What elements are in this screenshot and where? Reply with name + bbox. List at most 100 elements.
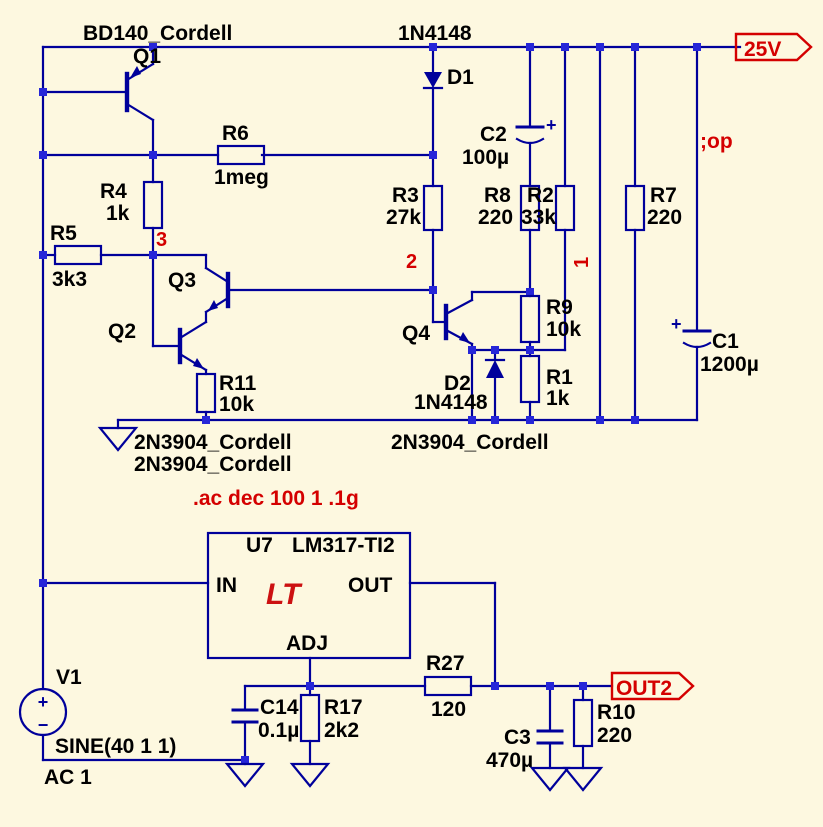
- ic-u7-lm317[interactable]: U7 LM317-TI2 IN OUT ADJ LT: [206, 531, 412, 660]
- resistor-r27[interactable]: R27 120: [423, 652, 473, 721]
- flag-out2-label: OUT2: [616, 677, 672, 700]
- u7-pin-adj-label: ADJ: [286, 632, 328, 655]
- resistor-r3[interactable]: R3 27k: [386, 184, 444, 232]
- transistor-q4[interactable]: Q4 2N3904_Cordell: [391, 298, 549, 454]
- d2-model-label: 1N4148: [414, 391, 488, 414]
- ground-symbol-main[interactable]: [97, 426, 139, 452]
- c1-plus-mark: +: [671, 314, 682, 334]
- q1-emitter-arrow-icon: [130, 66, 141, 78]
- v1-ref-label: V1: [56, 666, 82, 689]
- r3-ref-label: R3: [392, 184, 419, 207]
- r11-ref-label: R11: [219, 372, 257, 395]
- resistor-r4[interactable]: R4 1k: [100, 180, 164, 230]
- c14-ref-label: C14: [260, 696, 299, 719]
- c14-value-label: 0.1µ: [258, 719, 299, 742]
- v1-value-label: SINE(40 1 1): [55, 735, 176, 758]
- v1-ac-label: AC 1: [44, 766, 92, 789]
- r7-value-label: 220: [647, 206, 682, 229]
- q1-ref-label: Q1: [133, 45, 161, 68]
- transistor-q3[interactable]: Q3 2N3904_Cordell: [134, 266, 292, 476]
- flag-out2[interactable]: OUT2: [610, 671, 695, 701]
- r9-ref-label: R9: [546, 296, 573, 319]
- d1-model-label: 1N4148: [398, 22, 472, 45]
- d2-symbol-icon: [486, 360, 504, 378]
- resistor-r17[interactable]: R17 2k2: [299, 693, 363, 743]
- resistor-r6[interactable]: R6 1meg: [214, 122, 269, 189]
- c3-value-label: 470µ: [486, 749, 533, 772]
- resistor-r1[interactable]: R1 1k: [519, 354, 573, 410]
- q2-emitter-arrow-icon: [193, 358, 204, 369]
- r5-ref-label: R5: [50, 222, 77, 245]
- u7-pin-out-label: OUT: [348, 574, 393, 597]
- q4-model-label: 2N3904_Cordell: [391, 431, 549, 454]
- r5-value-label: 3k3: [52, 268, 87, 291]
- r4-value-label: 1k: [106, 202, 130, 225]
- c2-ref-label: C2: [480, 123, 507, 146]
- u7-ref-label: U7: [246, 534, 273, 557]
- v1-minus-mark: −: [38, 715, 49, 735]
- r7-ref-label: R7: [650, 184, 677, 207]
- r27-ref-label: R27: [426, 652, 465, 675]
- node-label-2: 2: [406, 251, 417, 273]
- diode-d1[interactable]: 1N4148 D1: [398, 22, 474, 90]
- flag-25v[interactable]: 25V: [734, 32, 813, 62]
- resistor-r8[interactable]: R8 220: [478, 184, 541, 232]
- lt-logo-icon: LT: [266, 578, 303, 611]
- resistor-r10[interactable]: R10 220: [572, 698, 636, 748]
- ground-symbol-c14[interactable]: [224, 762, 266, 788]
- r11-value-label: 10k: [219, 393, 254, 416]
- r2-ref-label: R2: [527, 184, 554, 207]
- r8-ref-label: R8: [484, 184, 511, 207]
- q3-emitter-arrow-icon: [208, 300, 218, 311]
- q2-ref-label: Q2: [108, 320, 136, 343]
- resistor-r11[interactable]: R11 10k: [195, 372, 257, 416]
- capacitor-c1[interactable]: + C1 1200µ: [671, 314, 759, 376]
- r1-value-label: 1k: [546, 387, 570, 410]
- r8-value-label: 220: [478, 206, 513, 229]
- r1-ref-label: R1: [546, 366, 573, 389]
- c2-plus-mark: +: [546, 115, 557, 135]
- r17-ref-label: R17: [324, 696, 363, 719]
- ground-symbol-r17[interactable]: [289, 762, 331, 788]
- q2-model-label: 2N3904_Cordell: [134, 431, 292, 454]
- ground-symbol-r10[interactable]: [562, 766, 604, 792]
- u7-pin-in-label: IN: [216, 574, 237, 597]
- d1-symbol-icon: [424, 72, 442, 88]
- resistor-r2[interactable]: R2 33k: [521, 184, 576, 232]
- q3-model-label: 2N3904_Cordell: [134, 453, 292, 476]
- directive-ac[interactable]: .ac dec 100 1 .1g: [193, 487, 359, 510]
- r10-ref-label: R10: [597, 701, 636, 724]
- resistor-r5[interactable]: R5 3k3: [50, 222, 103, 291]
- c3-ref-label: C3: [504, 726, 531, 749]
- capacitor-c14[interactable]: C14 0.1µ: [231, 696, 299, 742]
- r17-value-label: 2k2: [324, 719, 359, 742]
- r6-value-label: 1meg: [214, 166, 269, 189]
- c2-value-label: 100µ: [462, 146, 509, 169]
- r4-ref-label: R4: [100, 180, 127, 203]
- capacitor-c2[interactable]: + C2 100µ: [462, 115, 557, 169]
- voltage-source-v1[interactable]: + − V1 SINE(40 1 1) AC 1: [18, 666, 176, 789]
- r10-value-label: 220: [597, 724, 632, 747]
- q1-model-label: BD140_Cordell: [83, 22, 232, 45]
- node-label-3: 3: [156, 229, 167, 251]
- capacitor-c3[interactable]: C3 470µ: [486, 726, 564, 772]
- wire-network[interactable]: [41, 45, 742, 770]
- u7-model-label: LM317-TI2: [292, 534, 395, 557]
- r9-value-label: 10k: [546, 318, 581, 341]
- c1-value-label: 1200µ: [700, 353, 759, 376]
- resistor-r9[interactable]: R9 10k: [519, 294, 581, 344]
- resistor-r7[interactable]: R7 220: [624, 184, 682, 232]
- ground-symbol-c3[interactable]: [529, 766, 571, 792]
- flag-25v-label: 25V: [744, 38, 781, 61]
- r27-value-label: 120: [431, 698, 466, 721]
- transistor-q1[interactable]: BD140_Cordell Q1: [83, 22, 232, 122]
- r3-value-label: 27k: [386, 206, 421, 229]
- transistor-q2[interactable]: Q2 2N3904_Cordell: [108, 320, 292, 454]
- directive-op[interactable]: ;op: [700, 130, 733, 153]
- d1-ref-label: D1: [447, 66, 474, 89]
- diode-d2[interactable]: D2 1N4148: [414, 358, 506, 414]
- junction-dots: [39, 43, 701, 764]
- v1-plus-mark: +: [38, 692, 49, 712]
